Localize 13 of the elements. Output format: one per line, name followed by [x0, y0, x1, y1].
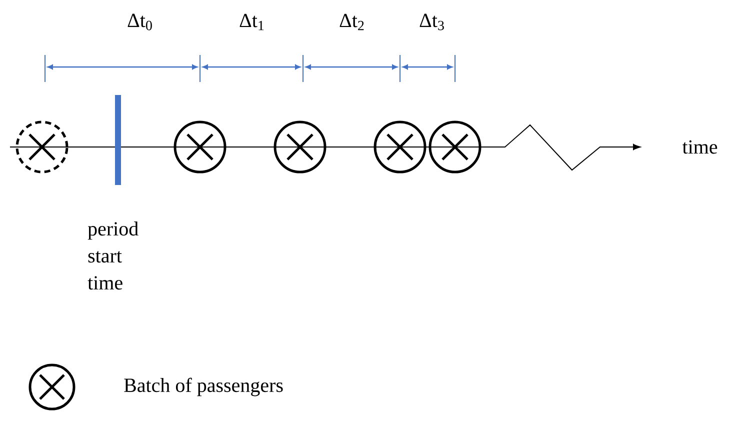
period-start-bar	[115, 95, 121, 185]
bar-caption: period start time	[88, 222, 138, 290]
axis-label: time	[682, 140, 718, 154]
interval-label: Δt$_{3}$	[420, 14, 444, 30]
batch-symbol	[374, 120, 426, 174]
batch-symbol	[174, 120, 226, 174]
interval-label: Δt$_{0}$	[128, 14, 152, 30]
legend-text: Batch of passengers	[124, 378, 283, 396]
batch-symbol	[16, 120, 68, 174]
batch-symbol	[274, 120, 326, 174]
interval-label: Δt$_{2}$	[340, 14, 364, 30]
batch-symbol	[428, 120, 482, 174]
interval-label: Δt$_{1}$	[240, 14, 264, 30]
